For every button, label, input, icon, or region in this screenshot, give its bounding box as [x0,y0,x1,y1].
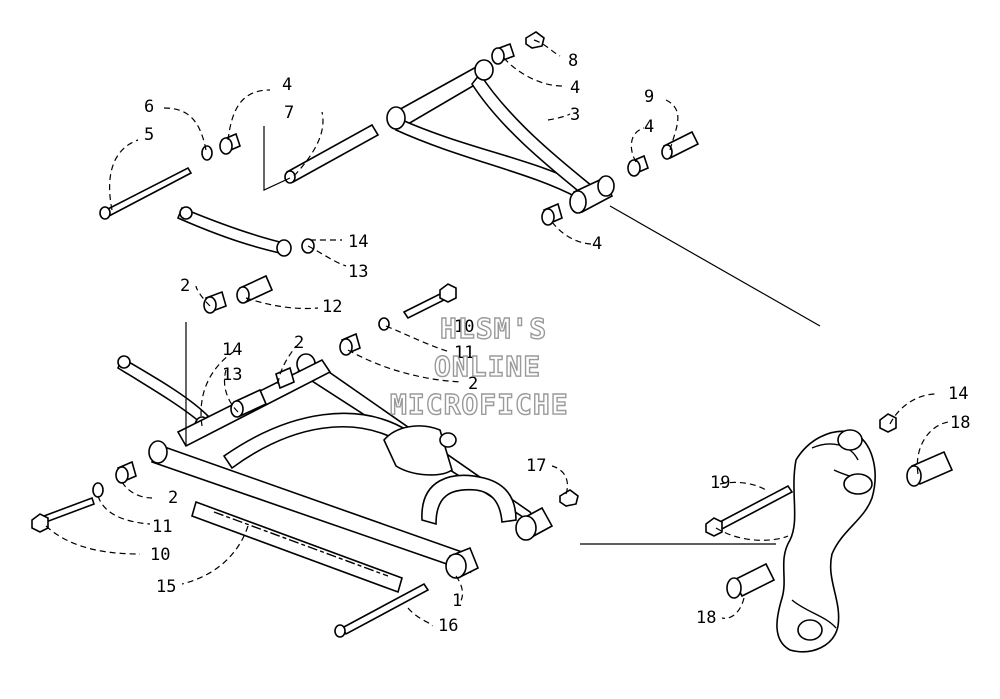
callout-8: 8 [568,51,578,71]
callout-3: 3 [570,105,580,125]
callout-13b: 13 [222,365,242,385]
lower-hardware [31,274,579,638]
callout-4b: 4 [570,78,580,98]
upper-a-arm [386,59,615,214]
callout-16: 16 [438,616,458,636]
watermark-line-2: ONLINE [434,350,541,383]
callout-2a: 2 [180,276,190,296]
callout-9: 9 [644,87,654,107]
callout-2c: 2 [468,374,478,394]
callout-1: 1 [452,591,462,611]
stabilizer-links [117,206,315,436]
callout-14b: 14 [222,340,242,360]
callout-13a: 13 [348,262,368,282]
upper-hardware [99,31,700,226]
callout-10b: 10 [150,545,170,565]
watermark-line-3: MICROFICHE [390,388,569,421]
callout-4a: 4 [282,75,292,95]
callout-10a: 10 [454,317,474,337]
callout-2b: 2 [294,333,304,353]
callout-14c: 14 [948,384,968,404]
callout-2d: 2 [168,488,178,508]
callout-11b: 11 [152,517,172,537]
callout-7: 7 [284,103,294,123]
callout-4c: 4 [644,117,654,137]
callout-18b: 18 [696,608,716,628]
callout-14a: 14 [348,232,368,252]
callout-12: 12 [322,297,342,317]
callout-4d: 4 [592,234,602,254]
spindle [705,413,954,653]
leader-lines [45,39,949,627]
watermark: HLSM'S ONLINE MICROFICHE [389,311,569,421]
callout-5: 5 [144,125,154,145]
callout-labels: 1 2 2 2 2 3 4 4 4 4 5 6 7 8 9 10 10 11 1… [144,51,970,636]
callout-17: 17 [526,456,546,476]
callout-19: 19 [710,473,730,493]
callout-11a: 11 [454,343,474,363]
callout-18a: 18 [950,413,970,433]
callout-15: 15 [156,577,176,597]
callout-6: 6 [144,97,154,117]
watermark-line-1: HLSM'S [440,312,547,345]
